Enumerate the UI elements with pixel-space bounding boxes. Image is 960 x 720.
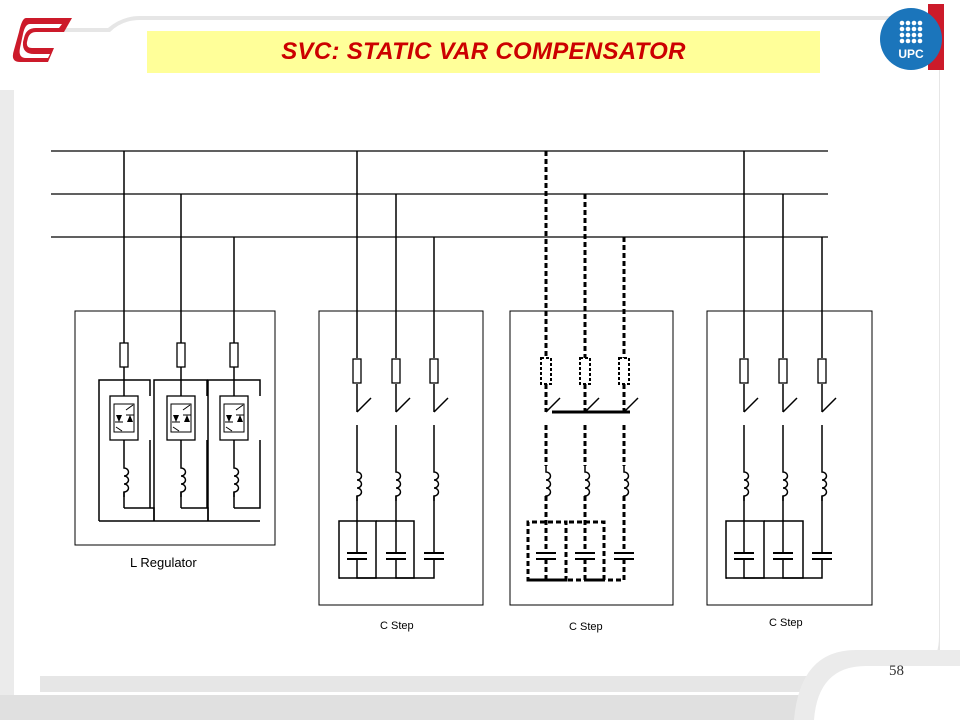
- page-number: 58: [889, 663, 904, 679]
- c-step-unit-3: [706, 151, 873, 606]
- university-logo-text: UPC: [898, 47, 924, 61]
- busbars: [51, 150, 828, 238]
- slide-title: SVC: STATIC VAR COMPENSATOR: [281, 38, 686, 65]
- c-step-label-3: C Step: [769, 617, 803, 629]
- c-step-2-fuses: [540, 357, 630, 385]
- c-step-label-1: C Step: [380, 620, 414, 632]
- c-step-unit-2: [509, 151, 674, 606]
- l-regulator-unit: [74, 151, 276, 546]
- l-regulator-label: L Regulator: [130, 555, 197, 570]
- c-step-unit-1: [318, 151, 484, 606]
- university-logo-icon: UPC: [878, 4, 944, 70]
- c-step-label-2: C Step: [569, 621, 603, 633]
- title-band: SVC: STATIC VAR COMPENSATOR: [147, 31, 820, 73]
- company-c-logo-icon: [12, 18, 72, 62]
